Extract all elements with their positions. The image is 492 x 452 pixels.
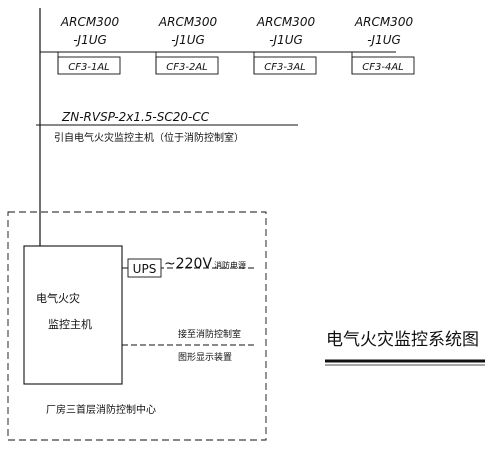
cable-source-note: 引自电气火灾监控主机（位于消防控制室） <box>54 131 244 144</box>
drawing-title: 电气火灾监控系统图 <box>325 330 485 366</box>
module-1-tag: CF3-1AL <box>68 62 109 73</box>
module-2: ARCM300 -J1UG CF3-2AL <box>155 15 219 75</box>
room-label: 厂房三首层消防控制中心 <box>46 403 156 416</box>
module-4-model-line1: ARCM300 <box>354 15 414 29</box>
module-3-tag-box <box>253 56 317 75</box>
control-room-boundary <box>7 211 267 441</box>
module-1-tag-box <box>57 56 121 75</box>
module-3-model-line1: ARCM300 <box>256 15 316 29</box>
module-2-tag: CF3-2AL <box>166 62 207 73</box>
power-voltage: ~220V <box>164 256 212 272</box>
host-name-line2: 监控主机 <box>48 317 92 331</box>
cable-spec: ZN-RVSP-2x1.5-SC20-CC <box>61 110 210 124</box>
host-unit: 电气火灾 监控主机 <box>23 245 123 385</box>
module-4-tag: CF3-4AL <box>362 62 403 73</box>
module-3-model-line2: -J1UG <box>269 33 303 47</box>
module-4: ARCM300 -J1UG CF3-4AL <box>351 15 415 75</box>
module-2-tag-box <box>155 56 219 75</box>
ups-label: UPS <box>133 262 157 276</box>
module-1-model-line2: -J1UG <box>73 33 107 47</box>
module-3: ARCM300 -J1UG CF3-3AL <box>253 15 317 75</box>
power-note: 消防电源 <box>214 260 246 270</box>
bus-annotation: ZN-RVSP-2x1.5-SC20-CC 引自电气火灾监控主机（位于消防控制室… <box>36 110 298 144</box>
ups-box <box>127 258 162 278</box>
module-1-model-line1: ARCM300 <box>60 15 120 29</box>
module-4-tag-box <box>351 56 415 75</box>
power-supply: UPS ~220V 消防电源 <box>122 256 256 278</box>
module-2-model-line1: ARCM300 <box>158 15 218 29</box>
host-box <box>23 245 123 385</box>
remote-display-link: 接至消防控制室 图形显示装置 <box>122 328 256 363</box>
remote-line1: 接至消防控制室 <box>178 328 241 340</box>
host-name-line1: 电气火灾 <box>36 291 80 305</box>
module-1: ARCM300 -J1UG CF3-1AL <box>57 15 121 75</box>
module-2-model-line2: -J1UG <box>171 33 205 47</box>
module-3-tag: CF3-3AL <box>264 62 305 73</box>
module-4-model-line2: -J1UG <box>367 33 401 47</box>
remote-line2: 图形显示装置 <box>178 351 232 363</box>
title-text: 电气火灾监控系统图 <box>326 330 479 350</box>
